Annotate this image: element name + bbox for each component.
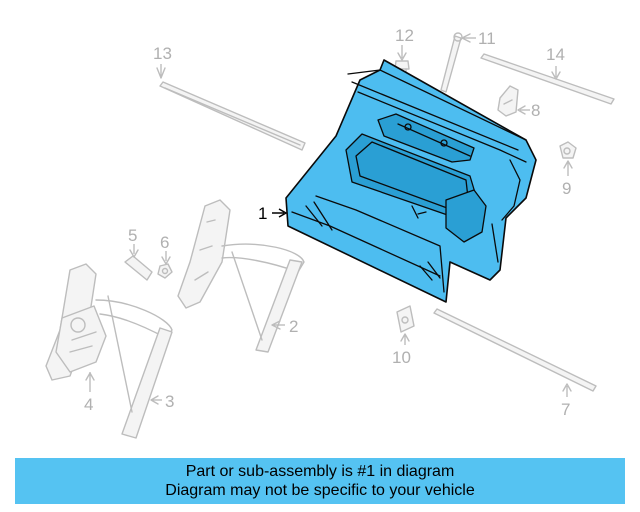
callout-4: 4: [84, 395, 93, 414]
part-9-clip: [559, 141, 577, 176]
part-5-screw: [124, 244, 153, 281]
callout-7: 7: [561, 400, 570, 419]
info-banner: Part or sub-assembly is #1 in diagram Di…: [15, 458, 625, 504]
callout-12: 12: [395, 26, 414, 45]
banner-line-1: Part or sub-assembly is #1 in diagram: [185, 463, 455, 480]
callout-9: 9: [562, 179, 571, 198]
part-11-clip: [440, 32, 476, 93]
callout-11: 11: [478, 29, 496, 48]
part-14-rod: [480, 53, 615, 105]
banner-line-2: Diagram may not be specific to your vehi…: [165, 482, 475, 499]
part-2-regulator: [177, 199, 305, 353]
part-10-latch: [396, 305, 415, 345]
part-3-regulator-rail: [95, 295, 173, 439]
part-8-bracket: [497, 85, 530, 117]
part-13-weatherstrip: [156, 64, 306, 151]
callout-10: 10: [392, 348, 411, 367]
part-7-rod: [433, 308, 597, 397]
callout-1: 1: [258, 204, 267, 223]
part-4-regulator-motor: [45, 263, 107, 392]
callout-14: 14: [546, 45, 565, 64]
callout-5: 5: [128, 226, 137, 245]
callout-13: 13: [153, 44, 172, 63]
part-1-door-trim-panel: [272, 59, 537, 303]
callout-6: 6: [160, 233, 169, 252]
part-6-nut: [157, 251, 173, 279]
callout-2: 2: [289, 317, 298, 336]
parts-diagram: 1 2 3 4 5 6 7 8 9 10 11 12 13 14: [45, 26, 615, 439]
callout-3: 3: [165, 392, 174, 411]
callout-8: 8: [531, 101, 540, 120]
